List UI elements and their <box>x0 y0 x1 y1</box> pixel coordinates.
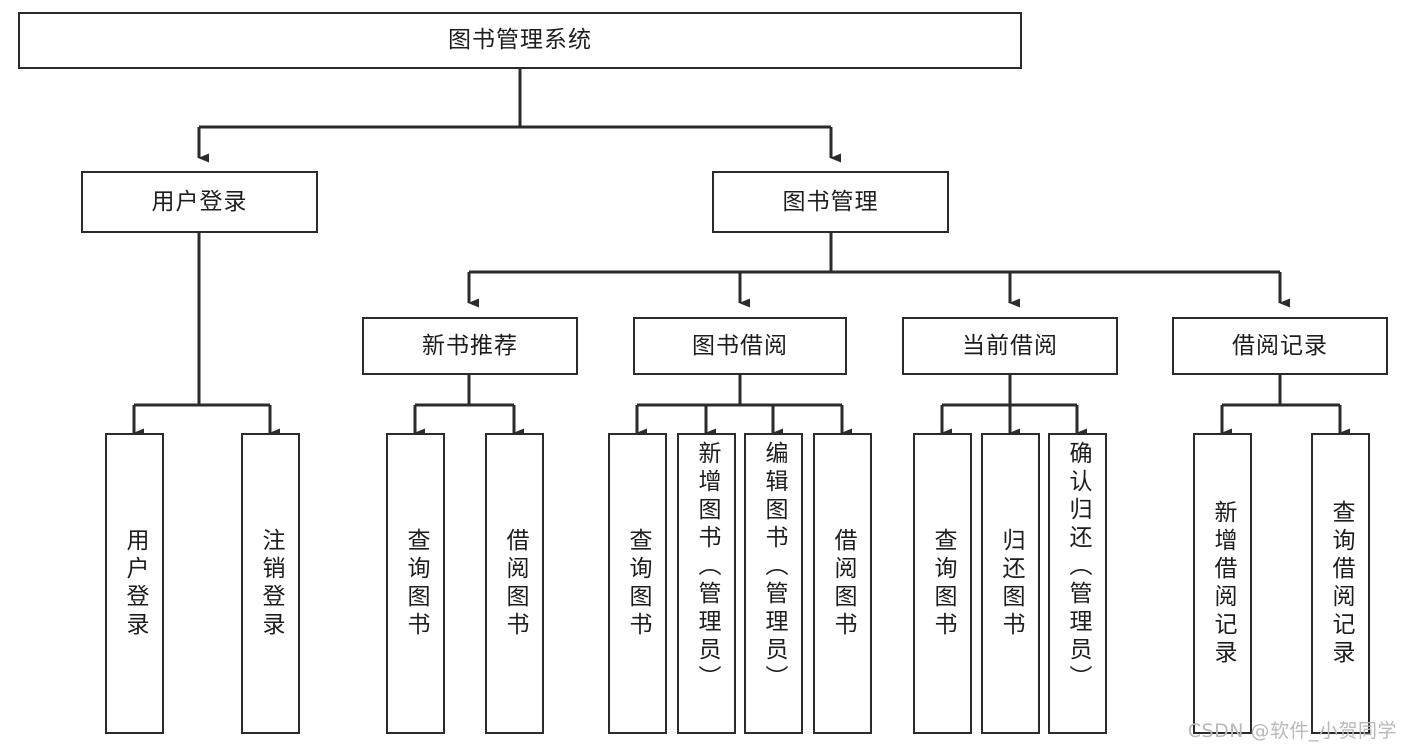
leaf-current-return-book-label: 归还图书 <box>998 527 1024 640</box>
leaf-borrow-query-book[interactable]: 查询图书 <box>608 433 667 734</box>
leaf-user-login-signout-label: 注销登录 <box>258 527 284 640</box>
leaf-current-return-book[interactable]: 归还图书 <box>981 433 1040 734</box>
leaf-borrow-edit-book[interactable]: 编辑图书（管理员） <box>744 433 803 734</box>
leaf-current-confirm-return-label: 确认归还（管理员） <box>1065 441 1091 693</box>
node-book-management-label: 图书管理 <box>782 188 879 215</box>
node-user-login-label: 用户登录 <box>151 188 248 215</box>
node-current-borrow[interactable]: 当前借阅 <box>902 317 1118 375</box>
leaf-records-add[interactable]: 新增借阅记录 <box>1193 433 1252 734</box>
node-user-login[interactable]: 用户登录 <box>81 171 318 233</box>
watermark-text: CSDN @软件_小贺同学 <box>1187 720 1397 742</box>
leaf-borrow-add-book-label: 新增图书（管理员） <box>694 441 720 693</box>
leaf-records-query-label: 查询借阅记录 <box>1328 499 1354 668</box>
node-root-label: 图书管理系统 <box>448 27 592 54</box>
node-borrow-records[interactable]: 借阅记录 <box>1172 317 1388 375</box>
leaf-user-login-signout[interactable]: 注销登录 <box>241 433 300 734</box>
leaf-user-login-signin-label: 用户登录 <box>122 527 148 640</box>
leaf-borrow-add-book[interactable]: 新增图书（管理员） <box>677 433 736 734</box>
leaf-current-query-book-label: 查询图书 <box>930 527 956 640</box>
node-new-book-recommend[interactable]: 新书推荐 <box>362 317 578 375</box>
leaf-current-query-book[interactable]: 查询图书 <box>913 433 972 734</box>
node-borrow-records-label: 借阅记录 <box>1232 332 1328 359</box>
node-book-borrow[interactable]: 图书借阅 <box>633 317 847 375</box>
leaf-user-login-signin[interactable]: 用户登录 <box>105 433 164 734</box>
node-current-borrow-label: 当前借阅 <box>962 332 1058 359</box>
leaf-borrow-query-book-label: 查询图书 <box>625 527 651 640</box>
node-new-book-recommend-label: 新书推荐 <box>422 332 518 359</box>
leaf-records-add-label: 新增借阅记录 <box>1210 499 1236 668</box>
leaf-new-books-borrow[interactable]: 借阅图书 <box>485 433 544 734</box>
node-book-borrow-label: 图书借阅 <box>692 332 788 359</box>
leaf-new-books-query-label: 查询图书 <box>403 527 429 640</box>
node-book-management[interactable]: 图书管理 <box>712 171 949 233</box>
node-root[interactable]: 图书管理系统 <box>18 12 1022 69</box>
leaf-borrow-borrow-book-label: 借阅图书 <box>830 527 856 640</box>
leaf-current-confirm-return[interactable]: 确认归还（管理员） <box>1048 433 1107 734</box>
leaf-new-books-query[interactable]: 查询图书 <box>386 433 445 734</box>
leaf-records-query[interactable]: 查询借阅记录 <box>1311 433 1370 734</box>
leaf-borrow-borrow-book[interactable]: 借阅图书 <box>813 433 872 734</box>
leaf-new-books-borrow-label: 借阅图书 <box>502 527 528 640</box>
leaf-borrow-edit-book-label: 编辑图书（管理员） <box>761 441 787 693</box>
